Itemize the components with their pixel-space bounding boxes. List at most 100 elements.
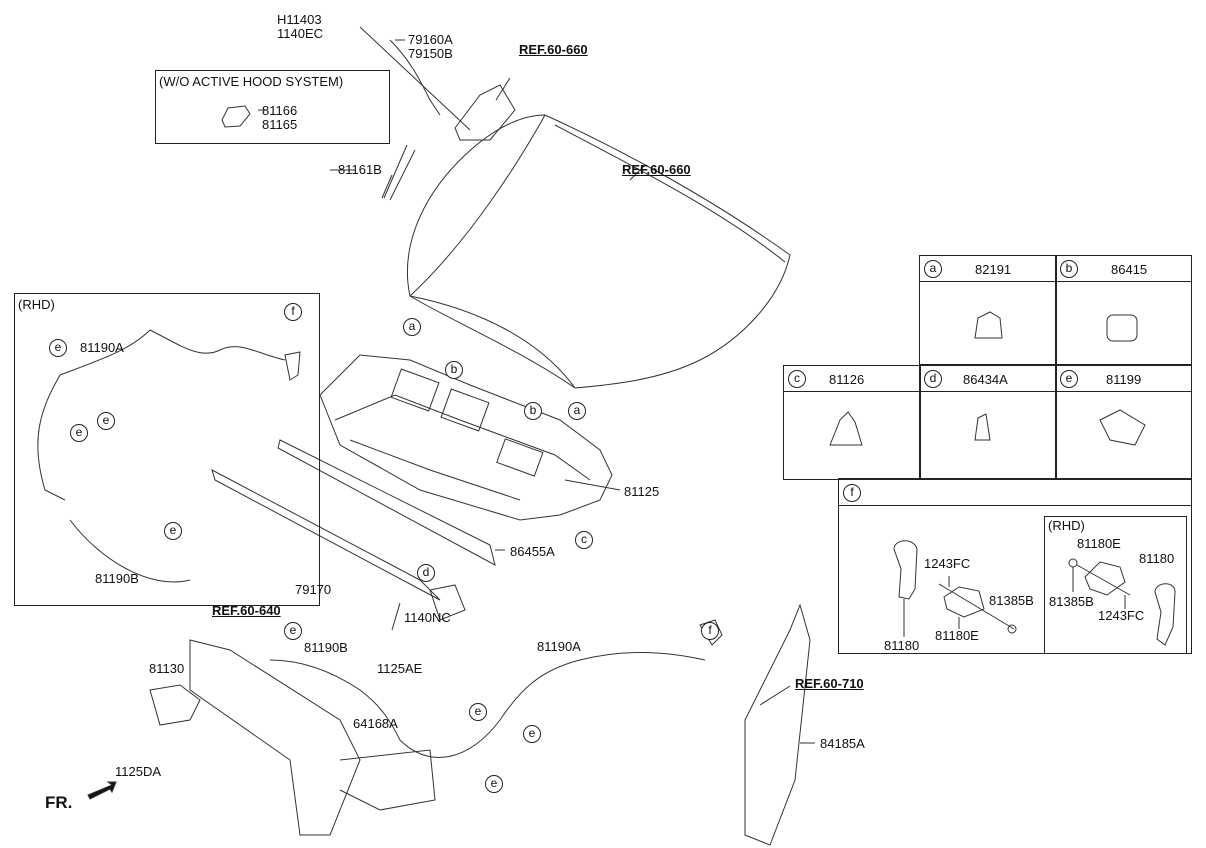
callout-e: e xyxy=(469,703,487,721)
legend-f-81180e: 81180E xyxy=(935,628,979,643)
latch-81130 xyxy=(149,684,201,726)
callout-c: c xyxy=(575,531,593,549)
wo-active-hood-box: (W/O ACTIVE HOOD SYSTEM) xyxy=(155,70,390,144)
legend-part-81199: 81199 xyxy=(1106,372,1142,387)
legend-part-82191: 82191 xyxy=(975,262,1012,277)
lever-81180-icon xyxy=(1154,583,1176,646)
callout-b: b xyxy=(524,402,542,420)
label-81125: 81125 xyxy=(624,484,660,499)
legend-cell-d: d 86434A xyxy=(919,365,1057,480)
fender-apron xyxy=(744,603,811,846)
label-1140ec: 1140EC xyxy=(277,26,324,41)
legend-f-rhd-81180e: 81180E xyxy=(1077,536,1121,551)
legend-f-rhd-box: (RHD) 81180E 81180 81385B 1243FC xyxy=(1044,516,1187,654)
legend-f-drawing xyxy=(893,540,1017,637)
legend-f-rhd-1243fc: 1243FC xyxy=(1098,608,1145,623)
rhd-title: (RHD) xyxy=(18,297,55,312)
radiator-support xyxy=(189,639,361,836)
label-1125ae: 1125AE xyxy=(377,661,423,676)
label-81165: 81165 xyxy=(262,117,298,132)
legend-part-86434a: 86434A xyxy=(963,372,1008,387)
front-direction-label: FR. xyxy=(45,793,73,812)
label-rhd-81190b: 81190B xyxy=(95,571,139,586)
wo-active-hood-title: (W/O ACTIVE HOOD SYSTEM) xyxy=(159,74,344,89)
legend-cell-a: a 82191 xyxy=(919,255,1057,365)
label-79170: 79170 xyxy=(295,582,332,597)
callout-a: a xyxy=(568,402,586,420)
label-81190b: 81190B xyxy=(304,640,348,655)
label-h11403: H11403 xyxy=(277,12,322,27)
part-86415 xyxy=(1106,314,1138,342)
callout-e: e xyxy=(49,339,67,357)
callout-a: a xyxy=(403,318,421,336)
nut-81385b-icon xyxy=(1007,624,1017,634)
legend-f-81180: 81180 xyxy=(884,638,920,653)
label-86455a: 86455A xyxy=(510,544,555,559)
bracket-81180e-icon xyxy=(943,586,985,618)
callout-e: e xyxy=(164,522,182,540)
part-81126 xyxy=(829,411,863,446)
rhd-cable-box: (RHD) xyxy=(14,293,320,606)
legend-cell-c: c 81126 xyxy=(783,365,921,480)
ref-link-60-710[interactable]: REF.60-710 xyxy=(795,676,864,691)
callout-b: b xyxy=(445,361,463,379)
callout-e: e xyxy=(485,775,503,793)
part-82191 xyxy=(974,311,1003,339)
bracket-81166 xyxy=(221,105,251,128)
cable-81190b xyxy=(269,659,401,741)
callout-e: e xyxy=(523,725,541,743)
weatherstrip-86455a xyxy=(277,439,496,566)
gas-strut xyxy=(381,144,416,201)
callout-e: e xyxy=(97,412,115,430)
legend-letter-e: e xyxy=(1060,370,1078,388)
legend-letter-f: f xyxy=(843,484,861,502)
ref-link-60-640[interactable]: REF.60-640 xyxy=(212,603,281,618)
label-81166: 81166 xyxy=(262,103,298,118)
legend-f-rhd-title: (RHD) xyxy=(1048,518,1085,533)
nut-81385b-icon xyxy=(1068,558,1078,568)
callout-f: f xyxy=(701,622,719,640)
lever-81180-icon xyxy=(893,540,918,600)
callout-d: d xyxy=(417,564,435,582)
label-rhd-81190a: 81190A xyxy=(80,340,124,355)
legend-cell-b: b 86415 xyxy=(1055,255,1192,365)
legend-part-81126: 81126 xyxy=(829,372,865,387)
label-1140nc: 1140NC xyxy=(404,610,451,625)
legend-letter-c: c xyxy=(788,370,806,388)
label-79150b: 79150B xyxy=(408,46,453,61)
bracket-81180e-icon xyxy=(1084,561,1126,596)
hood-insulator xyxy=(319,354,613,521)
callout-e: e xyxy=(70,424,88,442)
legend-f-1243fc: 1243FC xyxy=(924,556,971,571)
cable-81190a xyxy=(399,652,706,758)
label-81190a: 81190A xyxy=(537,639,581,654)
legend-part-86415: 86415 xyxy=(1111,262,1148,277)
callout-e: e xyxy=(284,622,302,640)
label-81161b: 81161B xyxy=(338,162,382,177)
label-1125da: 1125DA xyxy=(115,764,162,779)
legend-f-rhd-81385b: 81385B xyxy=(1049,594,1094,609)
legend-f-81385b: 81385B xyxy=(989,593,1034,608)
ref-link-60-660-hood[interactable]: REF.60-660 xyxy=(622,162,691,177)
legend-letter-a: a xyxy=(924,260,942,278)
hood-hinge xyxy=(454,84,516,141)
front-arrow-icon xyxy=(87,781,117,800)
legend-f-rhd-81180: 81180 xyxy=(1139,551,1175,566)
label-64168a: 64168A xyxy=(353,716,398,731)
part-86434a xyxy=(974,413,991,441)
legend-letter-d: d xyxy=(924,370,942,388)
label-84185a: 84185A xyxy=(820,736,865,751)
legend-cell-f: f 1243FC 81180 81180E 81385B (RHD) 81180… xyxy=(838,478,1192,654)
rhd-cable xyxy=(37,329,286,583)
legend-letter-b: b xyxy=(1060,260,1078,278)
callout-f: f xyxy=(284,303,302,321)
label-81130: 81130 xyxy=(149,661,185,676)
part-81199 xyxy=(1099,409,1146,446)
hood-panel xyxy=(406,114,791,389)
legend-cell-e: e 81199 xyxy=(1055,365,1192,480)
legend-f-rhd-drawing xyxy=(1068,558,1176,646)
ref-link-60-660-hinge[interactable]: REF.60-660 xyxy=(519,42,588,57)
hood-latch xyxy=(429,584,466,621)
